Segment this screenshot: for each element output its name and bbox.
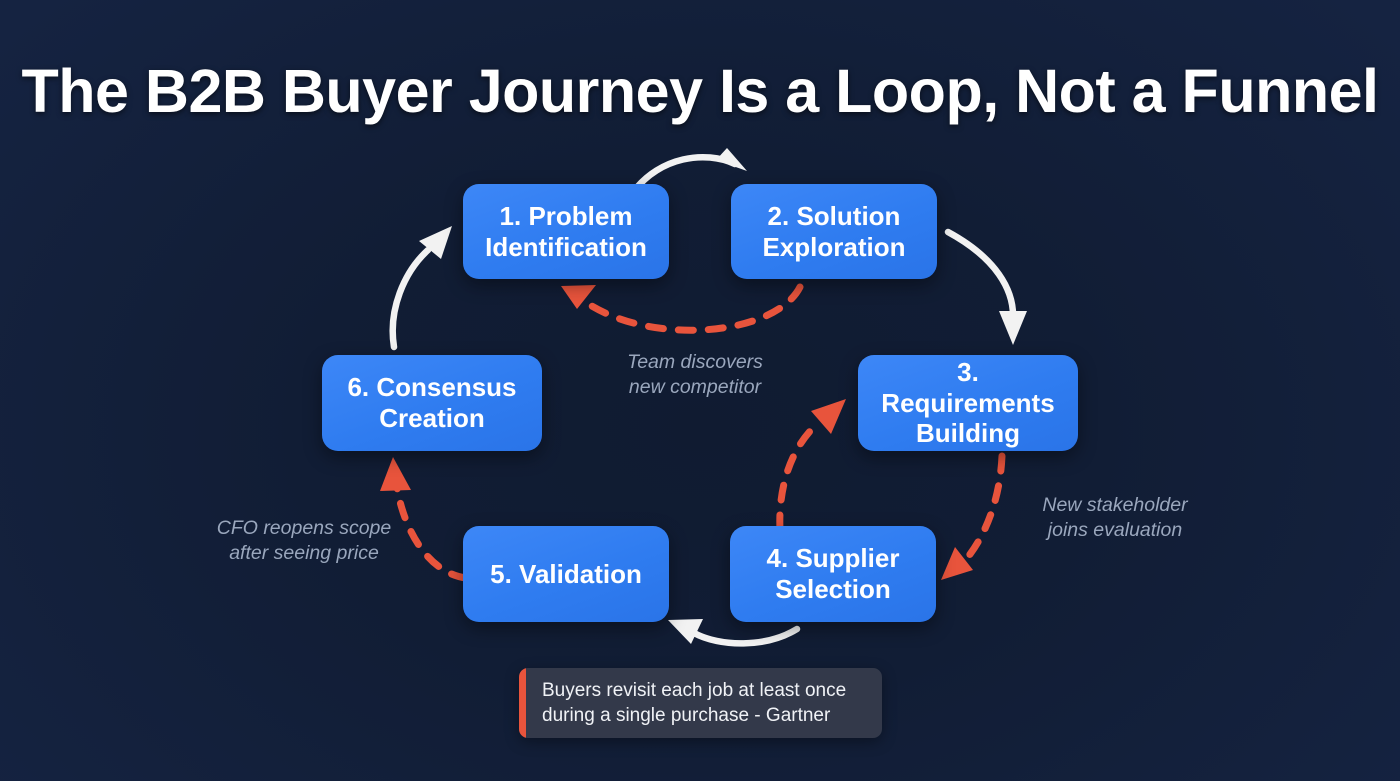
node-problem-identification[interactable]: 1. Problem Identification	[463, 184, 669, 279]
callout-box: Buyers revisit each job at least once du…	[519, 668, 882, 738]
node-consensus-creation[interactable]: 6. Consensus Creation	[322, 355, 542, 451]
arrow-solution-to-requirements	[944, 228, 1027, 345]
node-solution-exploration[interactable]: 2. Solution Exploration	[731, 184, 937, 279]
node-supplier-selection[interactable]: 4. Supplier Selection	[730, 526, 936, 622]
loopback-requirements-to-supplier	[941, 452, 1006, 580]
node-label: 2. Solution Exploration	[762, 200, 906, 262]
node-label: 4. Supplier Selection	[766, 543, 900, 604]
node-requirements-building[interactable]: 3. Requirements Building	[858, 355, 1078, 451]
page-title: The B2B Buyer Journey Is a Loop, Not a F…	[21, 57, 1379, 125]
node-label: 5. Validation	[490, 558, 642, 589]
annotation-new-stakeholder-joins-evaluation: New stakeholder joins evaluation	[1042, 494, 1188, 541]
arrow-consensus-to-problem	[389, 226, 452, 351]
annotation-cfo-reopens-scope: CFO reopens scope after seeing price	[216, 517, 392, 564]
annotation-team-discovers-new-competitor: Team discovers new competitor	[627, 351, 763, 398]
node-label: 1. Problem Identification	[485, 200, 647, 262]
node-validation[interactable]: 5. Validation	[463, 526, 669, 622]
callout-accent-bar	[519, 668, 526, 738]
node-label: 6. Consensus Creation	[347, 372, 517, 433]
node-label: 3. Requirements Building	[881, 357, 1055, 449]
callout-text: Buyers revisit each job at least once du…	[542, 679, 847, 726]
loopback-supplier-to-requirements	[776, 399, 846, 534]
loopback-solution-to-problem	[561, 283, 804, 334]
arrow-supplier-to-validation	[668, 619, 801, 647]
